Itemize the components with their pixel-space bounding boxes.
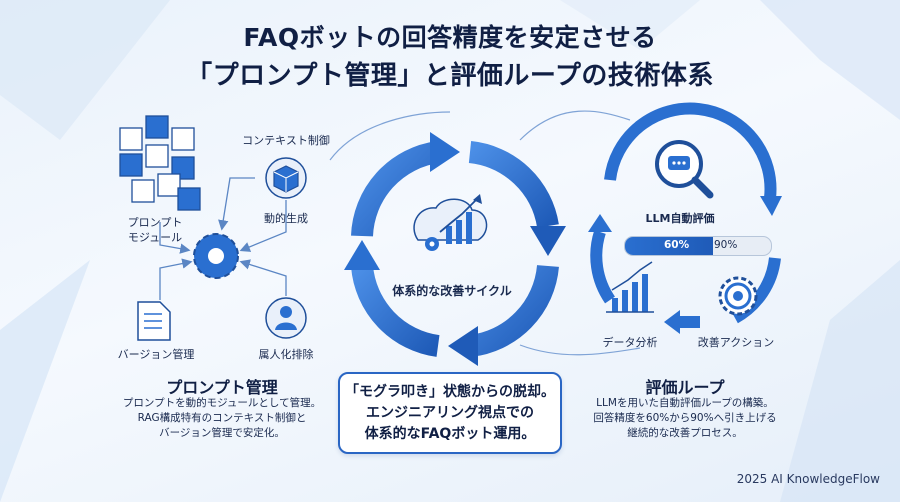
improvement-action-gear-icon: [718, 276, 758, 316]
context-control-label: コンテキスト制御: [242, 134, 330, 147]
data-analysis-chart-icon: [606, 261, 654, 313]
callout-line-1: 「モグラ叩き」状態からの脱却。: [345, 384, 555, 400]
llm-evaluation-label: LLM自動評価: [645, 212, 715, 225]
page-title-line-2: 「プロンプト管理」と評価ループの技術体系: [186, 61, 714, 91]
module-label-2: モジュール: [127, 231, 183, 244]
page-title-line-1: FAQボットの回答精度を安定させる: [243, 23, 657, 52]
evaluation-loop-desc-1: LLMを用いた自動評価ループの構築。: [596, 397, 774, 409]
prompt-management-desc-3: バージョン管理で安定化。: [159, 427, 285, 439]
callout-line-3: 体系的なFAQボット運用。: [364, 426, 536, 442]
connector-curve-bottom: [519, 344, 641, 356]
dynamic-generation-label: 動的生成: [264, 212, 308, 225]
prompt-management-desc-2: RAG構成特有のコンテキスト制御と: [137, 412, 307, 424]
brain-chart-icon: [413, 194, 488, 251]
module-label-1: プロンプト: [127, 216, 183, 229]
improvement-action-label: 改善アクション: [697, 336, 775, 349]
central-gear-icon: [193, 233, 239, 279]
left-arrows: [159, 177, 287, 300]
cycle-label: 体系的な改善サイクル: [392, 284, 512, 298]
footer-credit: 2025 AI KnowledgeFlow: [736, 472, 880, 486]
context-control-icon: [265, 157, 307, 199]
connector-curve-left: [329, 111, 451, 161]
accuracy-progress-fill: [625, 237, 713, 255]
progress-from-label: 60%: [664, 239, 690, 251]
llm-evaluation-magnifier-icon: [655, 140, 714, 199]
version-control-label: バージョン管理: [117, 348, 195, 361]
connector-curve-right: [519, 110, 631, 141]
person-icon: [265, 297, 307, 339]
evaluation-loop-desc-3: 継続的な改善プロセス。: [627, 427, 743, 439]
callout-box: 「モグラ叩き」状態からの脱却。 エンジニアリング視点での 体系的なFAQボット運…: [338, 372, 562, 454]
accuracy-progress-bar: [624, 236, 772, 256]
prompt-module-cubes-icon: [119, 115, 201, 211]
person-elimination-label: 属人化排除: [258, 348, 314, 361]
callout-line-2: エンジニアリング視点での: [366, 405, 534, 421]
evaluation-loop-title: 評価ループ: [645, 378, 725, 397]
improvement-cycle-arrows: [344, 132, 566, 366]
evaluation-loop-desc-2: 回答精度を60%から90%へ引き上げる: [593, 412, 777, 424]
progress-to-label: 90%: [714, 239, 738, 251]
prompt-management-title: プロンプト管理: [166, 378, 278, 397]
version-document-icon: [137, 301, 171, 341]
prompt-management-desc-1: プロンプトを動的モジュールとして管理。: [122, 397, 322, 409]
data-analysis-label: データ分析: [602, 336, 658, 349]
